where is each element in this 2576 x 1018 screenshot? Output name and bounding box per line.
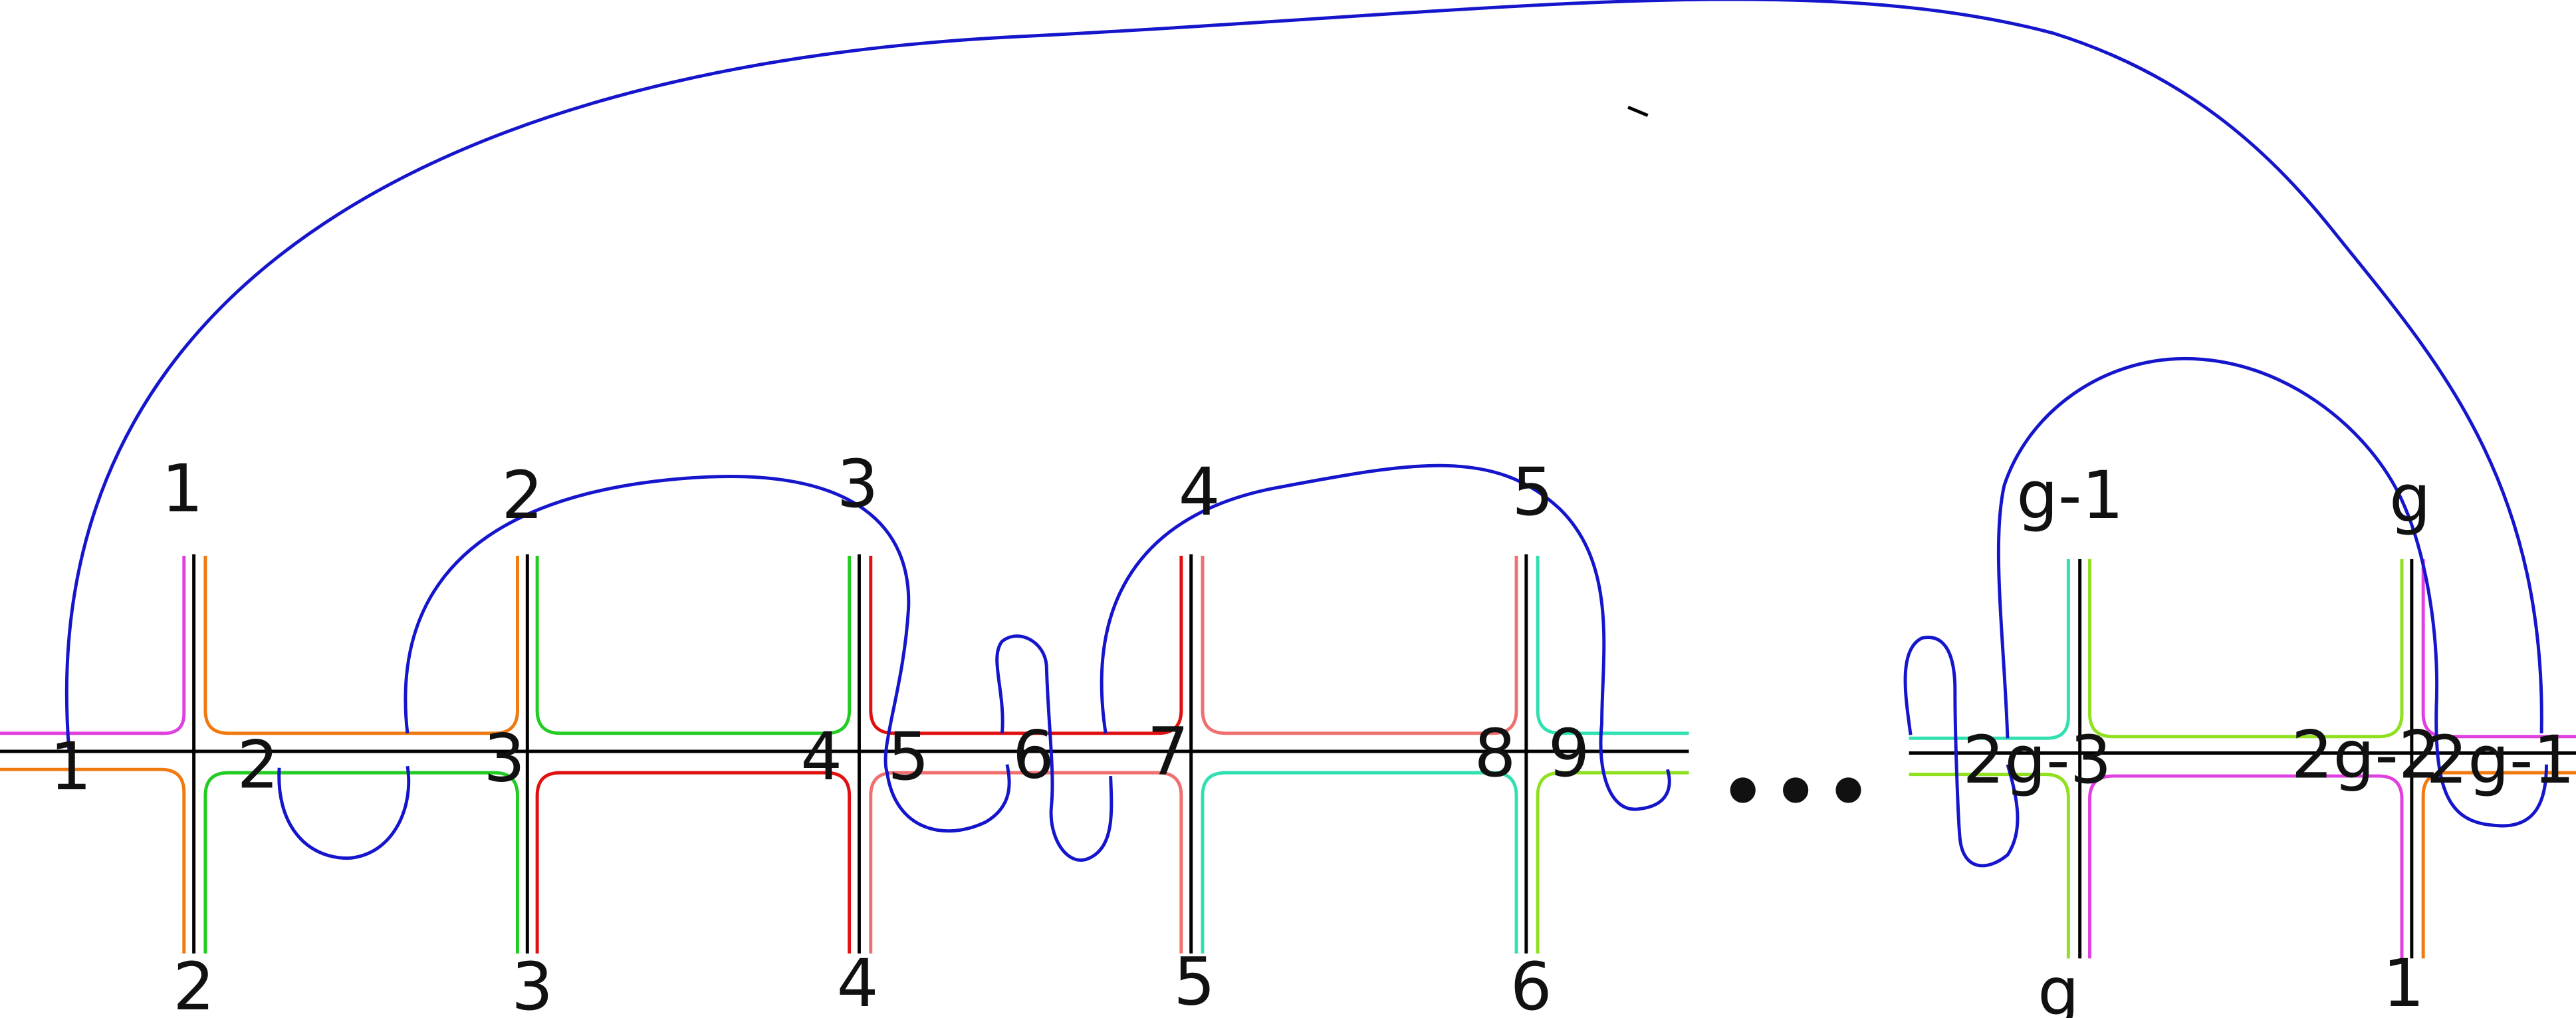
- axis-label-4: 4: [800, 719, 842, 795]
- axis-label-7: 7: [1147, 714, 1189, 791]
- axis-label-9: 9: [1548, 715, 1590, 792]
- axis-label-2g-2: 2g-2: [2291, 717, 2440, 794]
- bottom-label-5: 5: [1173, 944, 1215, 1018]
- top-label-g: g: [2389, 461, 2431, 537]
- upper-arcs: [0, 555, 2576, 740]
- bottom-label-4: 4: [837, 946, 879, 1018]
- axis-label-8: 8: [1474, 715, 1516, 792]
- ellipsis: •••: [1720, 750, 1878, 834]
- axis-label-2g-1: 2g-1: [2426, 722, 2575, 799]
- top-label-4: 4: [1179, 454, 1221, 531]
- top-label-3: 3: [837, 446, 879, 523]
- blue-curve: [64, 0, 2548, 868]
- axis-label-6: 6: [1012, 717, 1054, 794]
- top-label-5: 5: [1512, 454, 1554, 531]
- bottom-label-2: 2: [173, 949, 215, 1018]
- axis-label-1: 1: [50, 729, 92, 805]
- bottom-label-g: g: [2038, 954, 2079, 1018]
- small-tick-mark: [1627, 105, 1649, 117]
- axis-label-5: 5: [887, 719, 929, 795]
- axis-labels: 1 2 3 4 5 6 7 8 9 2g-3 2g-2 2g-1: [50, 714, 2575, 805]
- top-labels: 1 2 3 4 5 g-1 g: [162, 446, 2431, 537]
- bottom-label-3: 3: [511, 949, 553, 1018]
- axis-label-3: 3: [483, 721, 525, 797]
- bottom-label-6: 6: [1510, 949, 1552, 1018]
- top-label-2: 2: [501, 457, 543, 534]
- bottom-labels: 2 3 4 5 6 g 1: [173, 944, 2424, 1018]
- axis-label-2g-3: 2g-3: [1962, 722, 2111, 799]
- top-label-1: 1: [162, 451, 203, 527]
- vertical-axes: [192, 554, 2414, 959]
- top-label-g-1: g-1: [2016, 457, 2123, 534]
- axis-label-2: 2: [237, 727, 279, 803]
- bottom-label-1: 1: [2383, 946, 2424, 1018]
- lower-arcs: [0, 767, 2576, 959]
